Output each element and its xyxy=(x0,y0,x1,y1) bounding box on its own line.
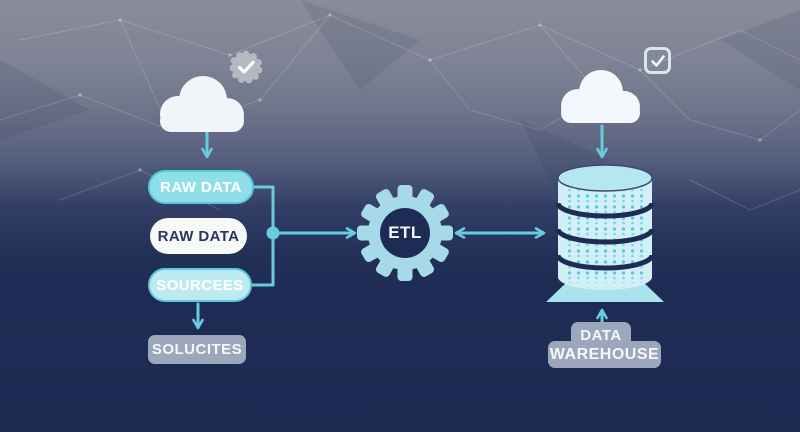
caption-warehouse: WAREHOUSE xyxy=(548,341,661,368)
checkbox-checked-icon xyxy=(644,47,671,74)
cloud-icon xyxy=(160,76,244,132)
junction-dot xyxy=(266,226,280,240)
verified-badge-icon xyxy=(229,50,263,84)
pill-raw-data-2: RAW DATA xyxy=(150,218,247,254)
checkmark-icon xyxy=(650,54,665,67)
database-icon xyxy=(546,164,664,302)
gear-icon xyxy=(357,185,453,281)
caption-solucites: SOLUCITES xyxy=(148,335,246,364)
cloud-icon xyxy=(561,70,640,123)
pill-raw-data-1: RAW DATA xyxy=(148,170,254,204)
pill-sources: SOURCEES xyxy=(148,268,252,302)
